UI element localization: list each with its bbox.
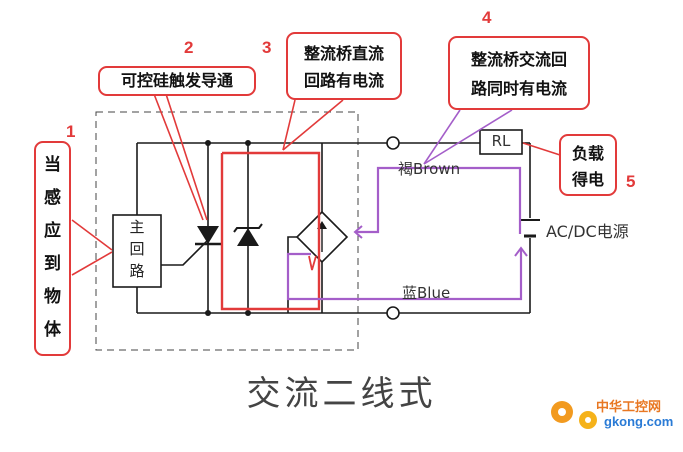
callout-5-line1: 负载 xyxy=(571,144,604,163)
main-circuit-char-1: 主 xyxy=(129,218,145,236)
callout-1-char: 应 xyxy=(44,221,61,241)
callout-1-char: 到 xyxy=(44,254,61,274)
load-label: RL xyxy=(491,132,511,150)
callout-number-2: 2 xyxy=(184,38,194,57)
main-circuit-char-3: 路 xyxy=(129,262,145,280)
brown-wire-label: 褐Brown xyxy=(398,160,461,178)
diagram-caption: 交流二线式 xyxy=(246,374,437,414)
callout-1-char: 感 xyxy=(44,188,61,208)
callout-3-line2: 回路有电流 xyxy=(303,71,384,90)
blue-wire-label: 蓝Blue xyxy=(402,284,451,302)
watermark-url: gkong.com xyxy=(604,414,674,429)
watermark-name: 中华工控网 xyxy=(596,400,662,415)
ac-leader-2 xyxy=(423,109,513,165)
brown-terminal xyxy=(386,136,400,150)
sensor-housing xyxy=(95,111,359,351)
ac-flow-arrow-icon xyxy=(353,225,363,239)
watermark: 中华工控网 gkong.com xyxy=(548,392,683,448)
ac-path-lower xyxy=(286,248,523,301)
blue-terminal xyxy=(386,306,400,320)
ac-path-upper xyxy=(355,166,522,234)
scr-thyristor-icon xyxy=(195,226,221,246)
callout-number-5: 5 xyxy=(626,172,636,191)
callout-number-1: 1 xyxy=(66,122,76,141)
dc-current-path xyxy=(220,151,321,311)
main-circuit-label: 主 回 路 xyxy=(113,216,161,282)
callout-number-3: 3 xyxy=(262,38,272,57)
power-source-icon xyxy=(520,219,540,238)
load-resistor xyxy=(479,129,523,155)
callout-1-char: 物 xyxy=(44,287,61,307)
callout-dc-loop: 整流桥直流 回路有电流 xyxy=(286,32,402,100)
callout-leaders xyxy=(71,93,561,276)
callout-number-4: 4 xyxy=(482,8,492,27)
junction-dots xyxy=(205,140,251,316)
gear-icon xyxy=(551,401,597,429)
zener-diode-icon xyxy=(233,223,263,246)
ac-leader xyxy=(423,109,461,165)
callout-scr-trigger: 可控硅触发导通 xyxy=(98,66,256,96)
callout-load-powered: 负载 得电 xyxy=(559,134,617,196)
callout-1-char: 体 xyxy=(44,320,61,340)
callout-4-line1: 整流桥交流回 xyxy=(470,50,567,69)
callout-3-line1: 整流桥直流 xyxy=(303,44,384,63)
dc-flow-arrow-icon xyxy=(308,255,317,271)
callout-1-char: 当 xyxy=(44,155,61,175)
power-source-label: AC/DC电源 xyxy=(546,222,629,241)
callout-ac-loop: 整流桥交流回 路同时有电流 xyxy=(448,36,590,110)
callout-sensing-object: 当 感 应 到 物 体 xyxy=(34,141,71,356)
circuit-wires xyxy=(136,142,531,314)
ac-flow-arrow-icon-2 xyxy=(514,246,528,257)
callout-4-line2: 路同时有电流 xyxy=(470,79,567,98)
callout-5-line2: 得电 xyxy=(571,170,604,189)
main-circuit-char-2: 回 xyxy=(129,240,145,258)
